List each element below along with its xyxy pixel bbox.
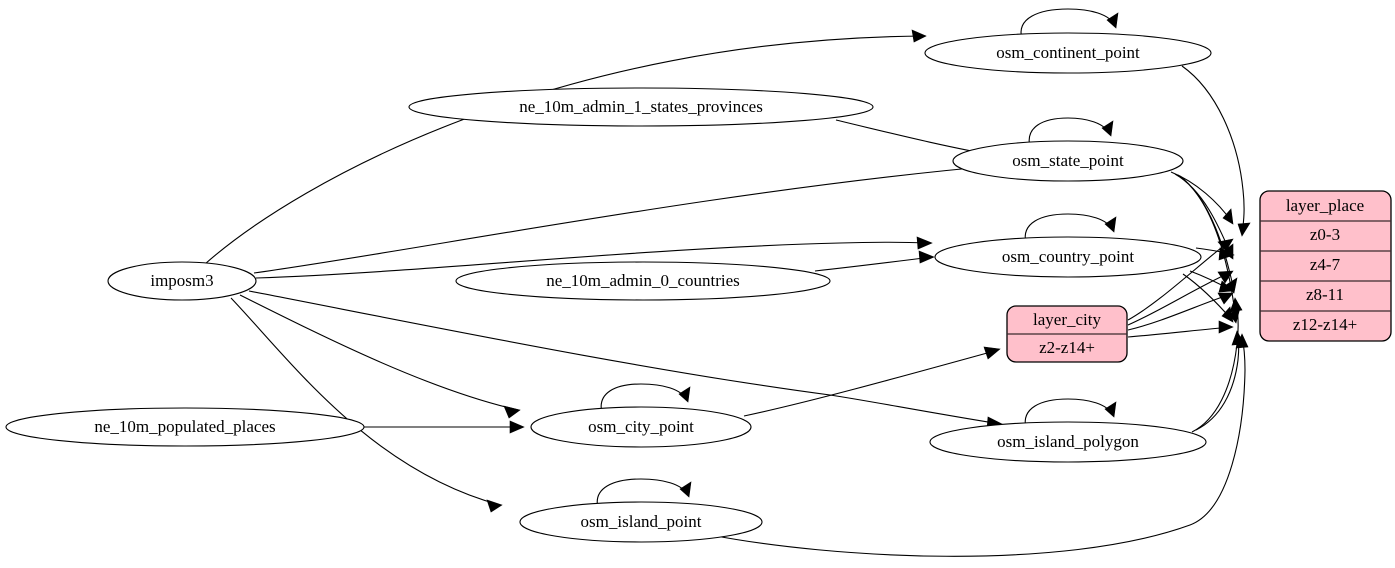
edge-imposm3-osm_city_point (239, 294, 519, 411)
arrowhead (1101, 120, 1114, 137)
edge-osm_state_point-z0_3 (1170, 171, 1233, 223)
node-label: ne_10m_admin_0_countries (546, 271, 740, 290)
edge-imposm3-osm_state_point (253, 164, 1005, 274)
edge-imposm3-osm_country_point (255, 241, 931, 279)
arrowhead (1229, 297, 1243, 313)
layer_place-title: layer_place (1286, 196, 1364, 215)
node-label: osm_city_point (588, 417, 694, 436)
arrowhead (911, 29, 927, 43)
node-ne_10m_admin_1_states_provinces[interactable]: ne_10m_admin_1_states_provinces (408, 87, 874, 127)
arrowhead (918, 250, 935, 264)
edge-layer_city-z12_z14 (1127, 326, 1232, 338)
edge-osm_island_point-z12_z14 (710, 335, 1246, 557)
node-osm_island_polygon[interactable]: osm_island_polygon (929, 421, 1207, 463)
arrowhead (678, 386, 691, 403)
edge-layer (204, 8, 1251, 557)
arrowhead (503, 405, 521, 419)
edge-ne_countries-osm_country_point (814, 256, 933, 272)
arrowhead (983, 346, 1001, 360)
layer_city-row-z2-z14[interactable]: z2-z14+ (1039, 338, 1095, 357)
arrowhead (1217, 238, 1234, 252)
arrowhead (1237, 222, 1251, 237)
edge-layer_city-z4_7 (1127, 271, 1232, 326)
edge-imposm3-osm_island_polygon (248, 290, 1001, 425)
edge-osm_island_polygon-z12_z14 (1195, 332, 1240, 431)
layer_place-row-z8-11[interactable]: z8-11 (1306, 285, 1344, 304)
layer_place-row-z4-7[interactable]: z4-7 (1310, 255, 1341, 274)
arrowhead (1104, 401, 1117, 418)
arrowhead (486, 499, 503, 513)
node-label: ne_10m_admin_1_states_provinces (519, 97, 763, 116)
arrowhead (509, 420, 525, 434)
layer_place-row-z0-3[interactable]: z0-3 (1310, 225, 1340, 244)
edge-osm_island_polygon-z8_11 (1191, 299, 1239, 433)
edge-layer_city-z0_3 (1127, 239, 1232, 321)
layer_place-row-z12-z14[interactable]: z12-z14+ (1293, 315, 1357, 334)
arrowhead (1218, 247, 1235, 261)
node-label: osm_island_point (581, 512, 702, 531)
edge-osm_continent_point-z0_3 (1181, 65, 1245, 235)
node-layer_place[interactable]: layer_place z0-3 z4-7 z8-11 z12-z14+ (1259, 190, 1392, 342)
node-layer: imposm3 ne_10m_admin_1_states_provinces … (5, 32, 1392, 543)
arrowhead (1104, 216, 1117, 233)
node-label: osm_island_polygon (997, 432, 1139, 451)
node-osm_city_point[interactable]: osm_city_point (530, 406, 752, 448)
node-label: ne_10m_populated_places (94, 417, 275, 436)
node-imposm3[interactable]: imposm3 (107, 261, 257, 301)
arrowhead (1235, 333, 1249, 349)
node-label: imposm3 (150, 271, 213, 290)
arrowhead (916, 236, 933, 250)
node-osm_island_point[interactable]: osm_island_point (519, 501, 763, 543)
node-osm_continent_point[interactable]: osm_continent_point (924, 32, 1212, 74)
edge-self-osm_state_point (1028, 117, 1111, 148)
arrowhead (1106, 12, 1119, 29)
node-ne_10m_admin_0_countries[interactable]: ne_10m_admin_0_countries (455, 261, 831, 301)
layer_city-title: layer_city (1033, 310, 1101, 329)
node-label: osm_continent_point (996, 43, 1140, 62)
node-osm_state_point[interactable]: osm_state_point (952, 140, 1184, 182)
edge-layer_city-z8_11 (1127, 293, 1232, 331)
node-osm_country_point[interactable]: osm_country_point (934, 236, 1202, 278)
edge-self-osm_island_polygon (1024, 398, 1114, 429)
node-label: osm_state_point (1012, 151, 1124, 170)
node-layer_city[interactable]: layer_city z2-z14+ (1006, 305, 1128, 363)
edge-self-osm_island_point (596, 478, 689, 509)
edge-imposm3-osm_continent_point (204, 35, 927, 265)
node-label: osm_country_point (1002, 247, 1134, 266)
arrowhead (1218, 280, 1234, 293)
edge-self-osm_city_point (600, 383, 688, 414)
arrowhead (679, 481, 692, 498)
arrowhead (1218, 320, 1234, 334)
arrowhead (1217, 292, 1234, 305)
arrowhead (1222, 208, 1234, 225)
edge-imposm3-osm_island_point (230, 297, 501, 506)
edge-osm_city_point-layer_city (743, 349, 999, 417)
edge-self-osm_country_point (1024, 213, 1114, 244)
edge-self-osm_continent_point (1020, 8, 1116, 40)
node-ne_10m_populated_places[interactable]: ne_10m_populated_places (5, 407, 365, 447)
arrowhead (1217, 270, 1234, 284)
